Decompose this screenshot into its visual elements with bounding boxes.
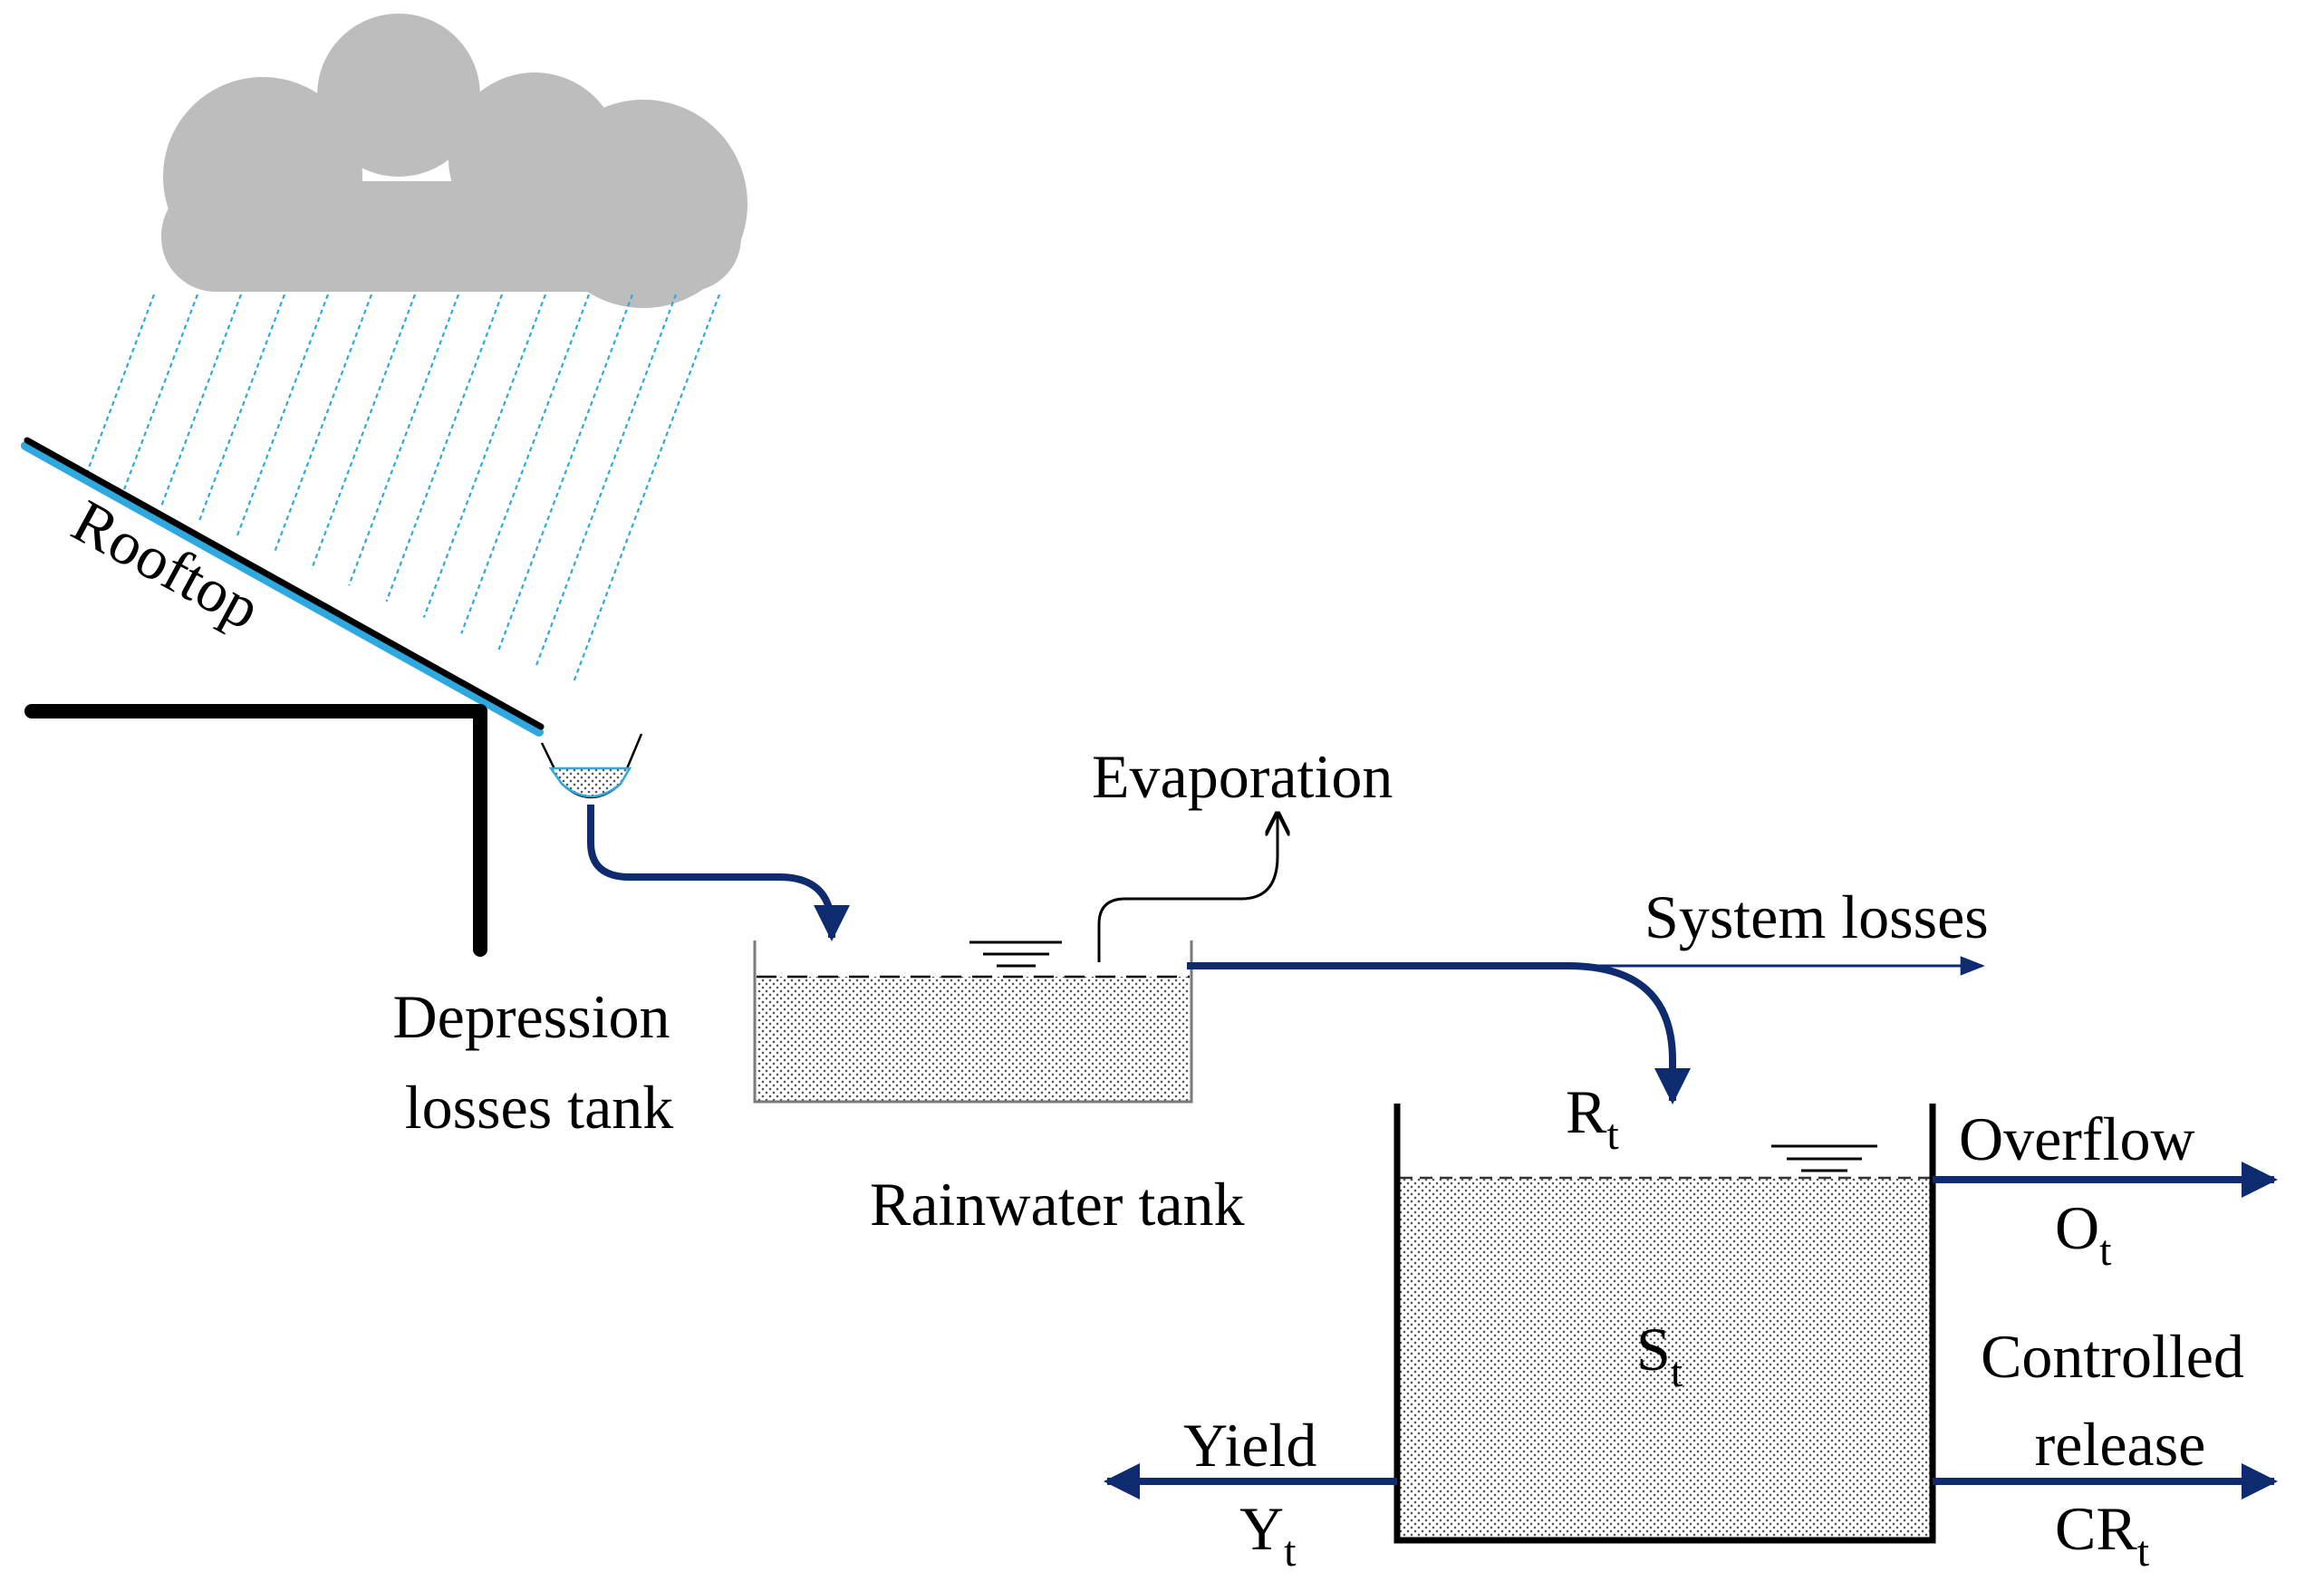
rain-streak <box>241 294 417 752</box>
overflow-symbol: Ot <box>2055 1193 2112 1275</box>
storage-symbol-sub: t <box>1671 1348 1683 1396</box>
storage-symbol-base: S <box>1636 1315 1671 1384</box>
depression-losses-tank <box>753 940 1193 1104</box>
runoff-symbol-sub: t <box>1606 1111 1619 1159</box>
rooftop-label: Rooftop <box>62 486 272 642</box>
rain-streak <box>198 294 373 752</box>
depression-tank-label: Depression losses tank <box>393 982 686 1142</box>
yield-symbol-base: Y <box>1239 1494 1284 1563</box>
depression-label-line1: Depression <box>393 982 670 1051</box>
rainwater-tank-label: Rainwater tank <box>870 1170 1245 1239</box>
evaporation-label: Evaporation <box>1092 742 1393 811</box>
rain-streak <box>284 294 460 752</box>
controlled-release-symbol: CRt <box>2055 1494 2150 1576</box>
depression-label-line2: losses tank <box>405 1073 674 1142</box>
cloud-icon <box>161 14 747 308</box>
water-level-icon <box>1771 1144 1877 1172</box>
rain-streak <box>545 294 721 752</box>
controlled-symbol-sub: t <box>2137 1528 2150 1576</box>
controlled-label-line1: Controlled <box>1981 1322 2244 1391</box>
rain-streak <box>502 294 678 752</box>
water-level-icon <box>969 940 1062 968</box>
yield-symbol-sub: t <box>1284 1528 1297 1576</box>
yield-label: Yield <box>1183 1411 1316 1480</box>
runoff-arrow <box>1187 962 1691 1104</box>
rain-streak <box>458 294 634 752</box>
rooftop <box>21 437 545 957</box>
evaporation-arrow <box>1097 814 1278 962</box>
storage-symbol: St <box>1636 1315 1683 1396</box>
inflow-arrow <box>587 805 850 941</box>
runoff-symbol: Rt <box>1566 1077 1619 1159</box>
system-losses-label: System losses <box>1644 882 1989 951</box>
controlled-symbol-base: CR <box>2055 1494 2137 1563</box>
rain-streak <box>328 294 504 752</box>
controlled-release-label: Controlled release <box>1981 1322 2260 1479</box>
overflow-symbol-base: O <box>2055 1193 2099 1262</box>
overflow-symbol-sub: t <box>2099 1227 2112 1275</box>
runoff-symbol-base: R <box>1566 1077 1607 1146</box>
yield-symbol: Yt <box>1239 1494 1297 1576</box>
rainwater-tank <box>1393 1104 1936 1544</box>
gutter-icon <box>540 733 643 799</box>
controlled-label-line2: release <box>2035 1410 2206 1479</box>
overflow-label: Overflow <box>1959 1104 2195 1173</box>
